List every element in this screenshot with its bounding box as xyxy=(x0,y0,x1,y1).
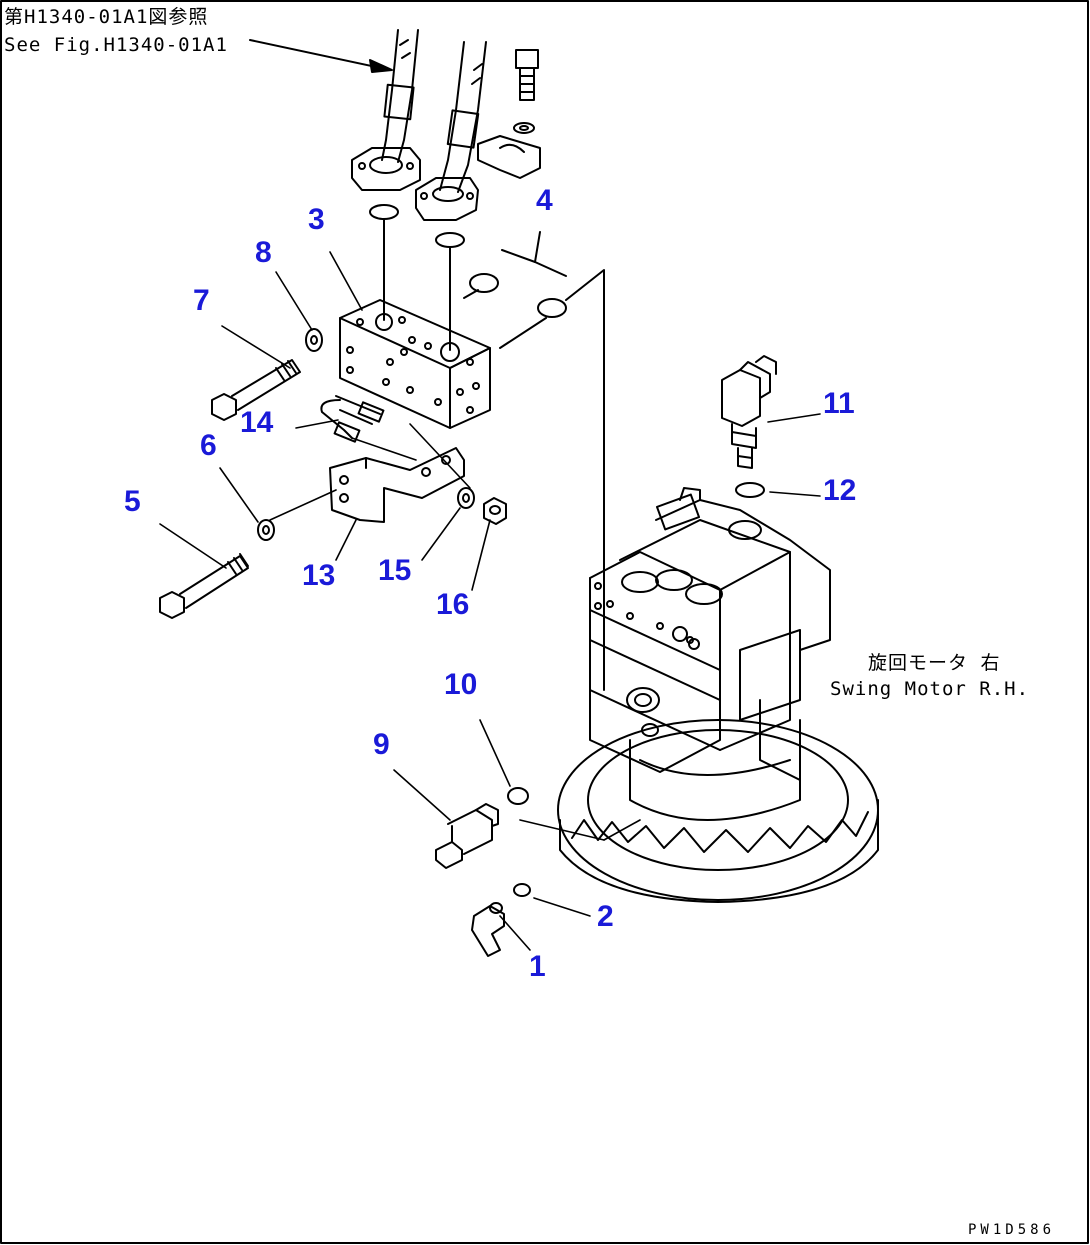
bolt-7 xyxy=(211,359,301,421)
callout-1: 1 xyxy=(529,950,546,983)
washer-6 xyxy=(257,519,275,541)
callout-16: 16 xyxy=(436,588,470,621)
flange-bolt xyxy=(515,49,539,101)
callout-13: 13 xyxy=(302,559,336,592)
hose-right xyxy=(439,41,487,193)
u-bolt-14 xyxy=(320,395,385,443)
split-flange xyxy=(477,135,541,179)
callout-10: 10 xyxy=(444,668,478,701)
nut-16 xyxy=(483,497,507,525)
flange-right xyxy=(415,177,479,221)
motor-label-jp: 旋回モータ 右 xyxy=(868,652,1001,674)
washer-15 xyxy=(457,487,475,509)
plug-4a xyxy=(469,273,499,293)
reference-arrow xyxy=(249,39,393,73)
callout-4: 4 xyxy=(536,184,553,217)
callout-2: 2 xyxy=(597,900,614,933)
sensor-11 xyxy=(721,355,777,469)
drawing-number: PW1D586 xyxy=(968,1222,1056,1238)
washer-8 xyxy=(305,328,323,352)
bracket-13 xyxy=(329,447,465,523)
o-ring-12 xyxy=(735,482,765,498)
callout-9: 9 xyxy=(373,728,390,761)
callout-15: 15 xyxy=(378,554,412,587)
hose-left xyxy=(381,29,419,163)
flange-left xyxy=(351,147,421,191)
o-ring-2 xyxy=(513,883,531,897)
callout-11: 11 xyxy=(823,387,855,420)
alignment-line xyxy=(565,269,605,691)
callout-8: 8 xyxy=(255,236,272,269)
callout-12: 12 xyxy=(823,474,857,507)
o-ring-right xyxy=(435,232,465,248)
callout-6: 6 xyxy=(200,429,217,462)
callout-14: 14 xyxy=(240,406,274,439)
plug-4b xyxy=(537,298,567,318)
callout-3: 3 xyxy=(308,203,325,236)
elbow-1 xyxy=(471,902,505,957)
callout-7: 7 xyxy=(193,284,210,317)
plug-4-bracket xyxy=(501,231,567,277)
swing-motor xyxy=(557,487,879,903)
fitting-9 xyxy=(435,803,499,869)
callout-5: 5 xyxy=(124,485,141,518)
plug-10 xyxy=(507,787,529,805)
bolt-5 xyxy=(159,553,249,619)
reference-text-en: See Fig.H1340-01A1 xyxy=(4,34,228,56)
valve-block xyxy=(339,299,491,429)
o-ring-left xyxy=(369,204,399,220)
flange-washer xyxy=(513,122,535,134)
reference-text-jp: 第H1340-01A1図参照 xyxy=(4,6,209,28)
motor-label-en: Swing Motor R.H. xyxy=(830,678,1030,700)
